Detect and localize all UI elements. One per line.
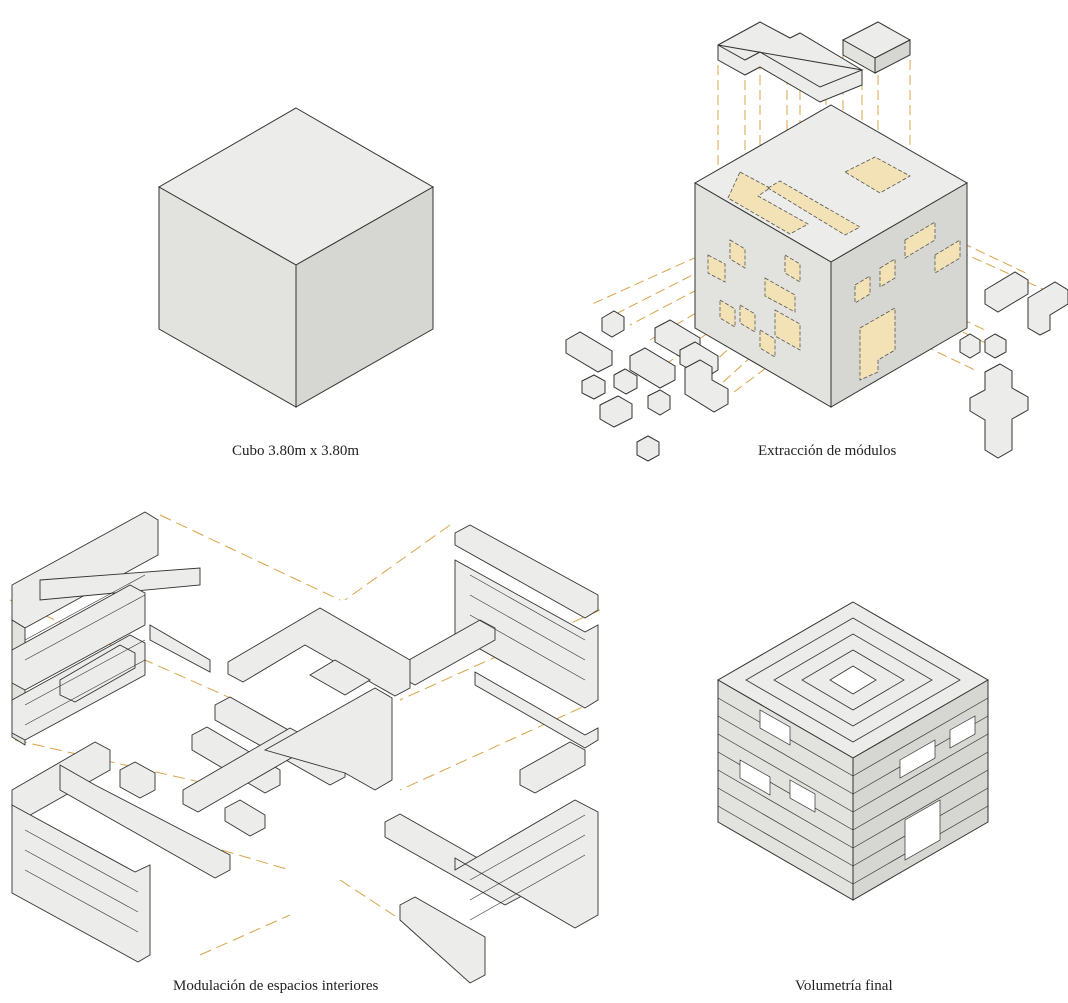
- modules-bottom-left: [12, 742, 230, 962]
- modules-top-right: [400, 525, 598, 748]
- final-volume: [718, 602, 988, 900]
- caption-final: Volumetría final: [795, 978, 893, 995]
- modules-bottom-right: [385, 742, 598, 983]
- modulation-assembly: [10, 512, 600, 983]
- modules-top-left: [12, 512, 210, 745]
- caption-extraction: Extracción de módulos: [758, 443, 896, 460]
- floating-blocks-right: [960, 272, 1068, 458]
- caption-cube: Cubo 3.80m x 3.80m: [232, 443, 359, 460]
- extraction-cube: [566, 22, 1068, 461]
- modules-center: [183, 608, 410, 836]
- floating-blocks-top: [718, 22, 910, 102]
- caption-modulation: Modulación de espacios interiores: [173, 978, 378, 995]
- plain-cube: [159, 108, 433, 407]
